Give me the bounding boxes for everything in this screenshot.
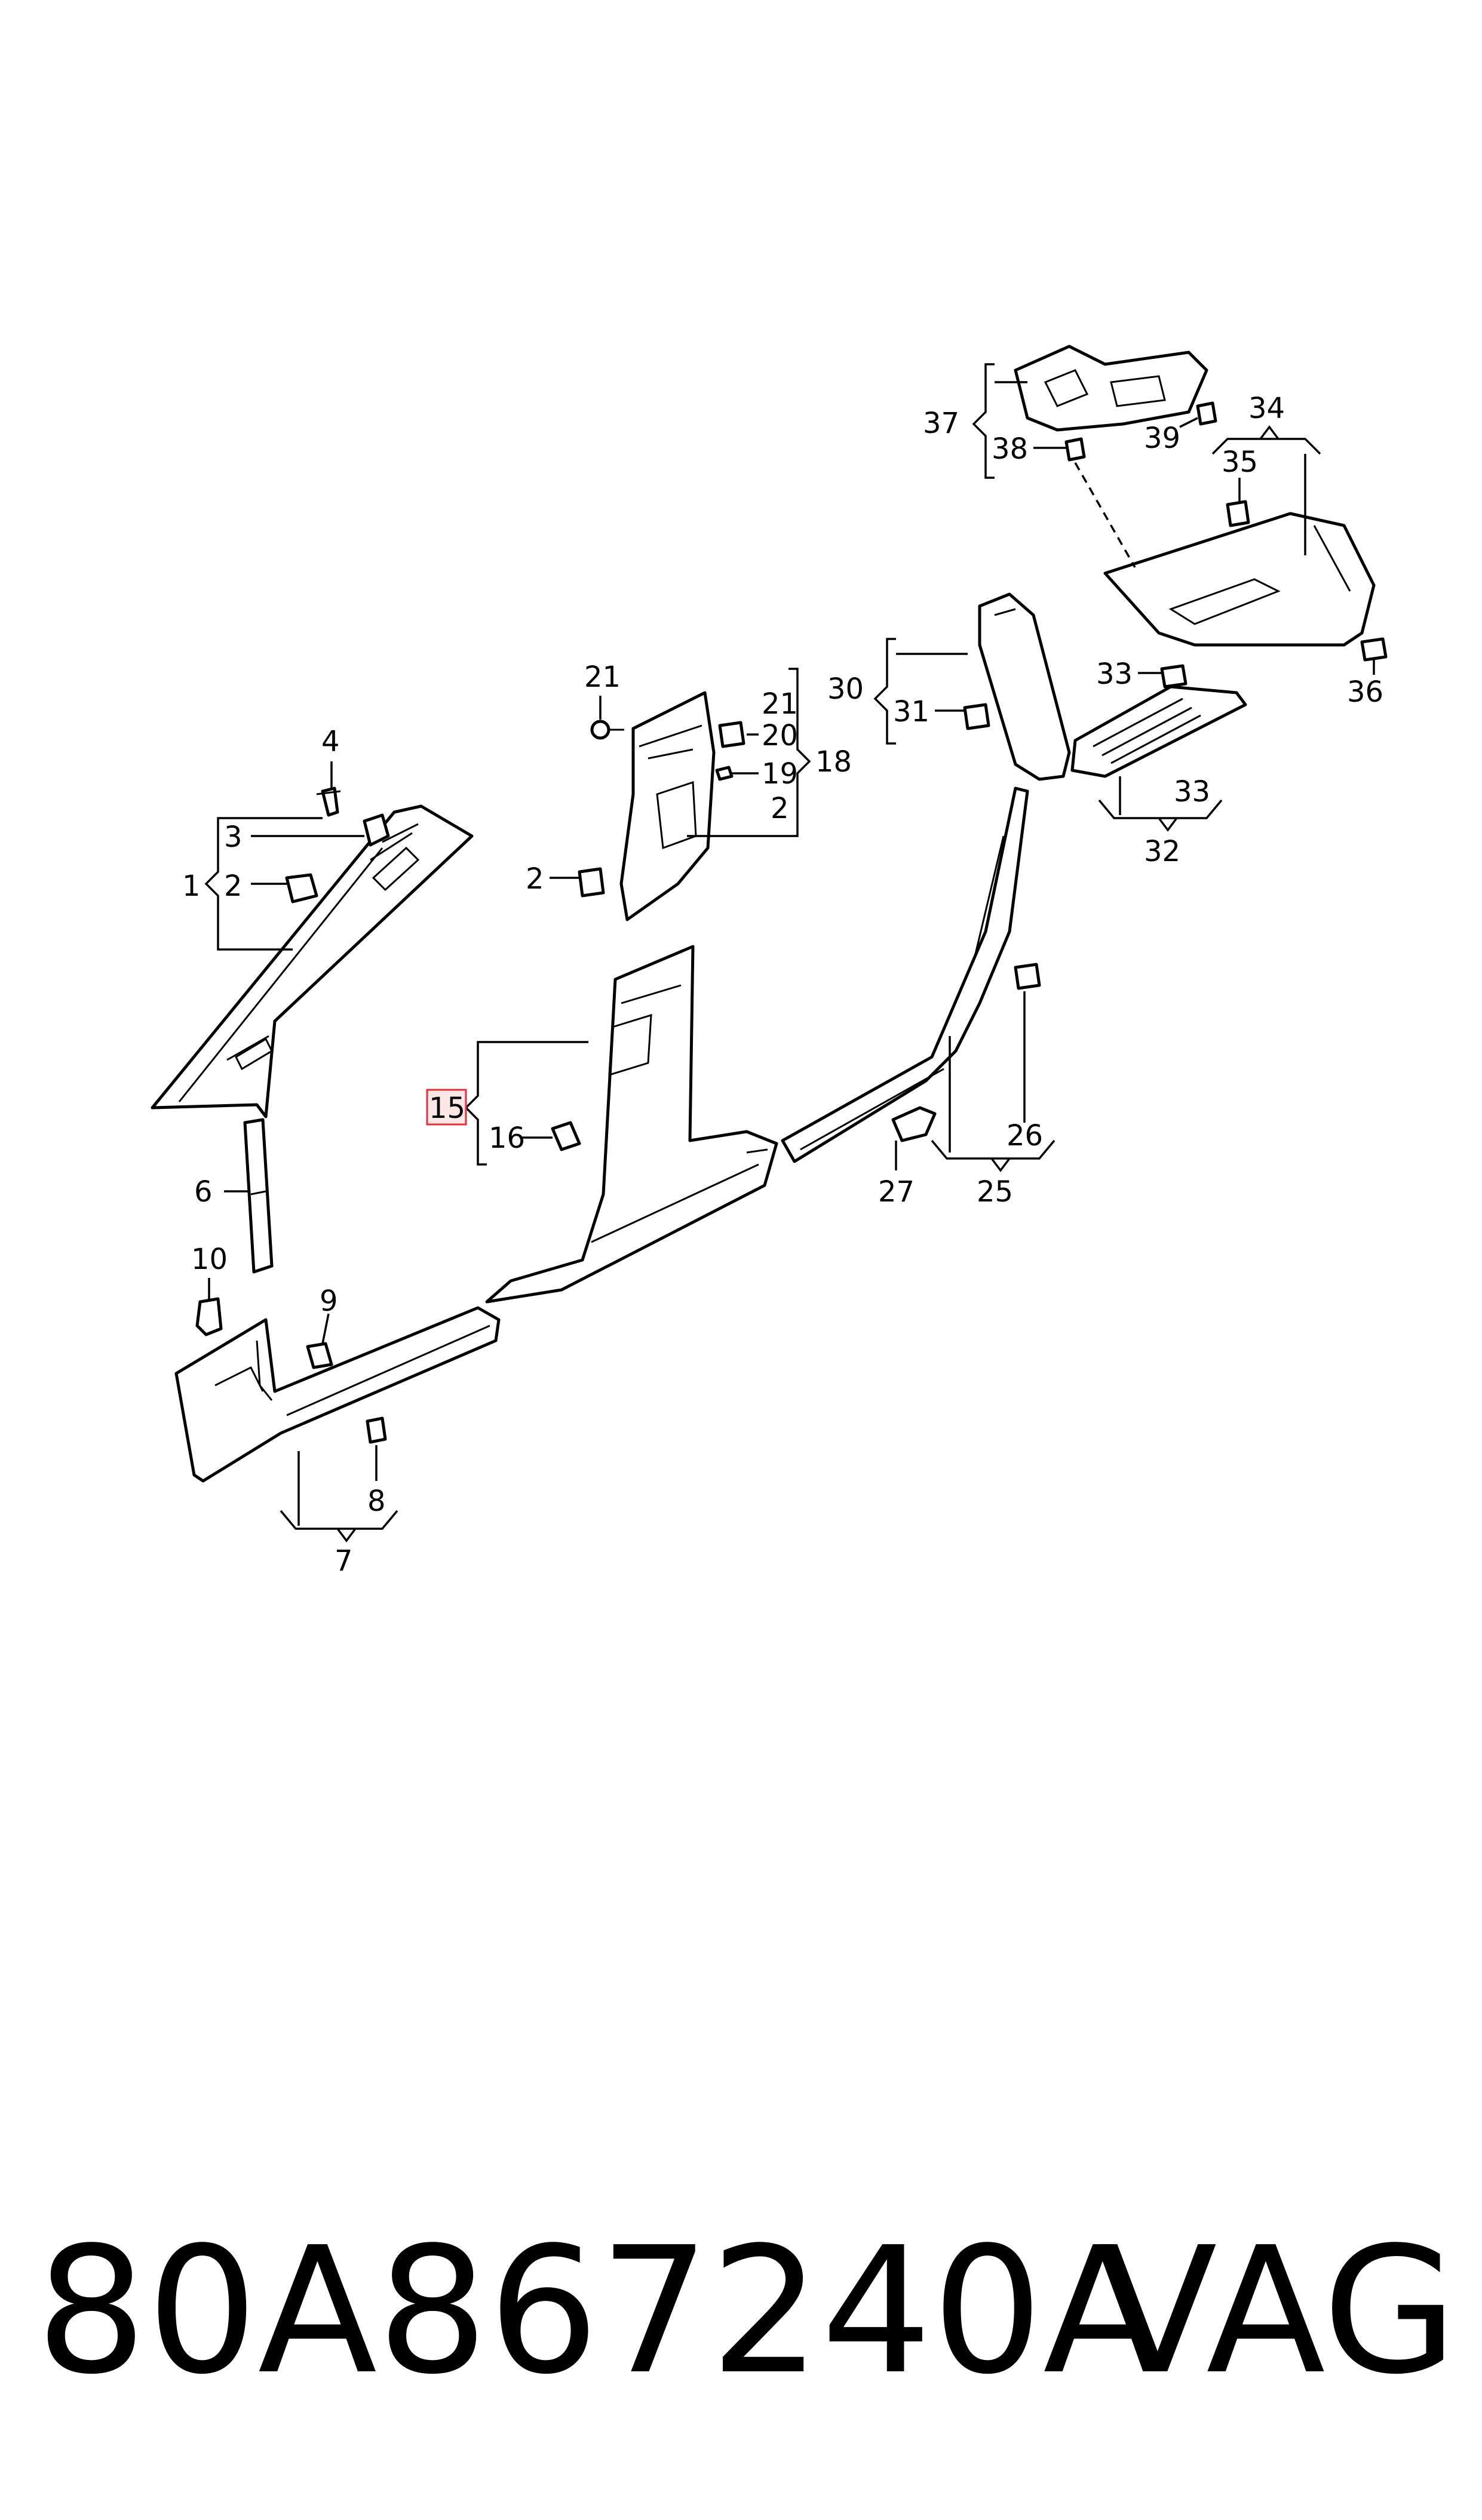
callout-2-middle: 2 (526, 862, 544, 896)
clip-part-27 (891, 1106, 937, 1142)
callout-21-right: 21 (762, 687, 798, 721)
footer: 80A867240A VAG (36, 2221, 1458, 2401)
clip-part-16 (551, 1121, 581, 1151)
callout-2-right: 2 (771, 792, 789, 825)
callout-35: 35 (1222, 445, 1258, 479)
callout-38: 38 (992, 432, 1028, 466)
bracket-part-37 (1014, 345, 1208, 432)
clip-part-33 (1160, 664, 1188, 689)
callout-6: 6 (194, 1175, 213, 1209)
c-pillar-trim-part-30 (978, 592, 1071, 781)
screw-part-4 (316, 786, 341, 817)
callout-37: 37 (923, 407, 959, 440)
callout-3: 3 (224, 820, 243, 854)
callout-19: 19 (762, 757, 798, 791)
callout-15: 15 (429, 1092, 465, 1125)
trim-strip-part-6 (243, 1118, 274, 1274)
callout-31: 31 (893, 695, 929, 729)
callout-18: 18 (815, 745, 852, 779)
callout-16: 16 (489, 1121, 525, 1155)
clip-part-3 (363, 813, 390, 847)
callout-32: 32 (1144, 835, 1180, 868)
callout-20: 20 (762, 719, 798, 752)
callout-30: 30 (827, 672, 864, 706)
pin-part-19 (715, 766, 734, 781)
speaker-cover-part-32 (1070, 685, 1247, 778)
clip-part-2-middle (578, 867, 605, 898)
callout-33-lower: 33 (1174, 775, 1210, 809)
callout-21-left: 21 (584, 660, 621, 694)
b-pillar-upper-trim-part-18 (619, 691, 716, 921)
clip-part-35 (1226, 500, 1250, 527)
callout-labels: 1 2 3 4 6 10 9 8 7 15 16 21 21 20 19 18 … (182, 392, 1383, 1578)
b-pillar-lower-trim-part-15 (485, 945, 778, 1304)
clip-part-38 (1064, 437, 1086, 462)
callout-33-upper: 33 (1096, 657, 1133, 691)
callout-27: 27 (878, 1175, 915, 1209)
rear-side-trim-part-34 (1103, 512, 1376, 647)
callout-9: 9 (320, 1284, 338, 1318)
callout-1: 1 (182, 869, 201, 903)
callout-36: 36 (1347, 675, 1383, 709)
footwell-trim-part-7 (174, 1306, 501, 1483)
clip-part-2-left (285, 873, 318, 903)
clip-part-20 (718, 721, 745, 748)
callout-39: 39 (1144, 422, 1180, 455)
leader-lines (204, 363, 1375, 1542)
clip-part-36 (1360, 637, 1388, 662)
clip-part-8 (366, 1416, 387, 1444)
callout-10: 10 (191, 1243, 228, 1276)
brand-name: VAG (1098, 2209, 1458, 2413)
callout-26: 26 (1007, 1119, 1043, 1153)
clip-part-26 (1014, 963, 1041, 990)
clip-part-10 (195, 1297, 223, 1336)
screw-part-9 (306, 1342, 333, 1369)
screw-part-21 (590, 720, 624, 740)
part-number: 80A867240A (36, 2209, 1162, 2413)
callout-8: 8 (367, 1485, 386, 1518)
callout-34: 34 (1248, 392, 1285, 425)
callout-25: 25 (977, 1175, 1013, 1209)
a-pillar-trim (151, 804, 474, 1118)
callout-4: 4 (321, 725, 340, 758)
screw-part-39 (1196, 401, 1217, 426)
clip-part-31 (963, 703, 990, 730)
callout-15-highlight (426, 1089, 467, 1126)
rear-sill-trim-part-25 (781, 786, 1029, 1163)
callout-7: 7 (335, 1544, 353, 1578)
callout-2-left: 2 (224, 869, 243, 903)
